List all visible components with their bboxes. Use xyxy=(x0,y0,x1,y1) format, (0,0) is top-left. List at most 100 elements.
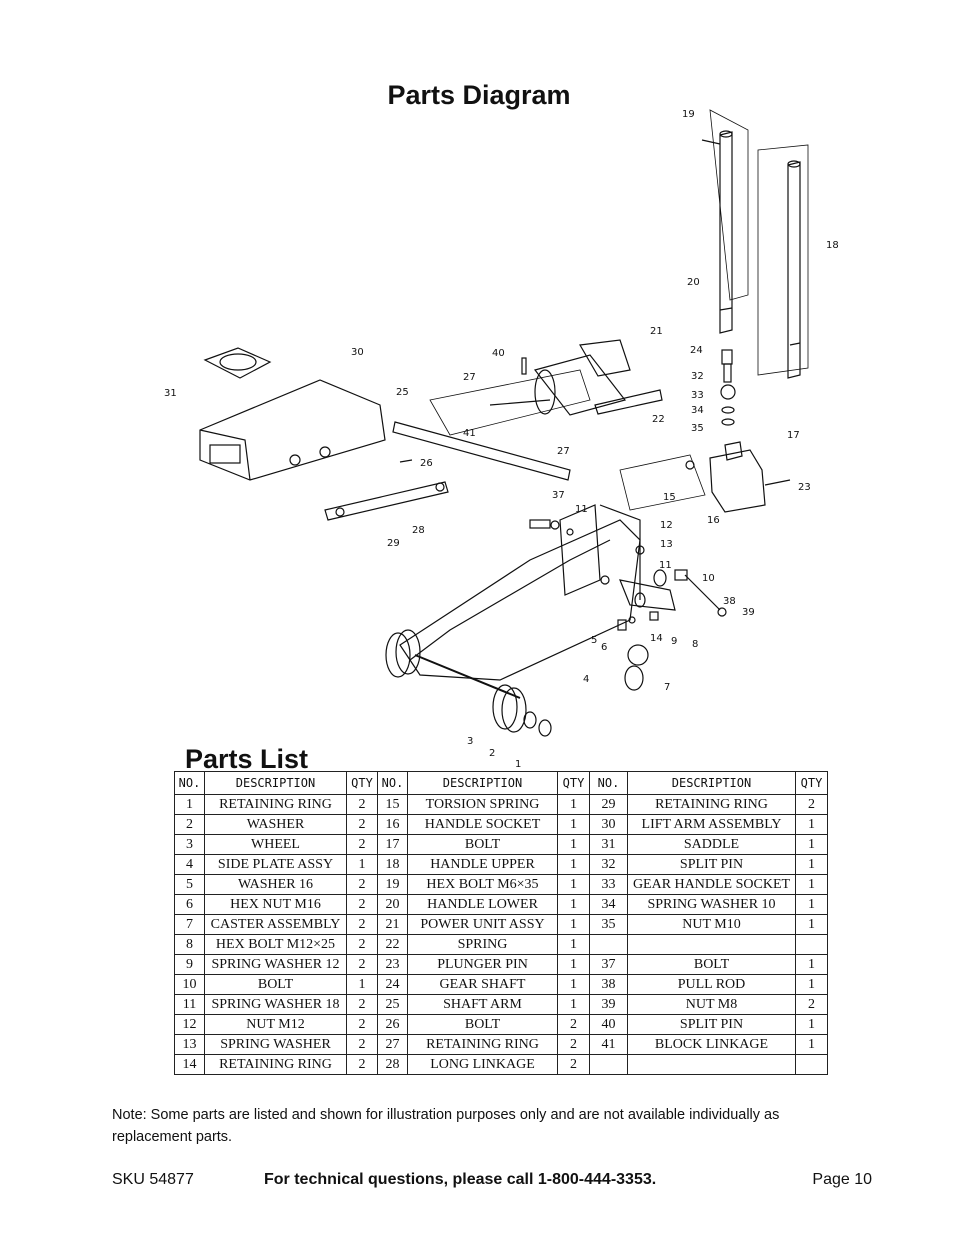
page-number: Page 10 xyxy=(812,1171,872,1188)
cell-no xyxy=(589,934,628,955)
cell-no: 22 xyxy=(377,934,408,955)
cell-description: PLUNGER PIN xyxy=(407,954,558,975)
power-unit xyxy=(429,339,663,436)
cell-description: NUT M10 xyxy=(627,914,796,935)
cell-qty: 2 xyxy=(346,834,378,855)
cell-qty: 2 xyxy=(795,994,828,1015)
callout-10: 10 xyxy=(702,573,715,584)
shaft-arm-linkage xyxy=(324,421,571,521)
cell-description: HEX BOLT M12×25 xyxy=(204,934,347,955)
cell-qty: 2 xyxy=(346,954,378,975)
handle-socket xyxy=(619,441,791,513)
cell-no: 3 xyxy=(174,834,205,855)
parts-diagram-title: Parts Diagram xyxy=(0,80,954,111)
cell-qty: 1 xyxy=(557,934,590,955)
callout-28: 28 xyxy=(412,525,425,536)
cell-qty: 2 xyxy=(346,1014,378,1035)
handle-tubes xyxy=(701,109,809,379)
cell-no: 10 xyxy=(174,974,205,995)
callout-39: 39 xyxy=(742,607,755,618)
header-qty: QTY xyxy=(795,771,828,795)
cell-no: 25 xyxy=(377,994,408,1015)
cell-no: 7 xyxy=(174,914,205,935)
callout-16: 16 xyxy=(707,515,720,526)
cell-description: LIFT ARM ASSEMBLY xyxy=(627,814,796,835)
cell-qty: 1 xyxy=(557,894,590,915)
cell-qty: 1 xyxy=(795,974,828,995)
callout-38: 38 xyxy=(723,596,736,607)
cell-no: 18 xyxy=(377,854,408,875)
cell-no: 11 xyxy=(174,994,205,1015)
cell-description: SPLIT PIN xyxy=(627,1014,796,1035)
cell-qty: 2 xyxy=(346,894,378,915)
header-qty: QTY xyxy=(557,771,590,795)
cell-description: NUT M8 xyxy=(627,994,796,1015)
cell-qty: 2 xyxy=(346,794,378,815)
callout-3: 3 xyxy=(467,736,473,747)
cell-qty: 2 xyxy=(346,874,378,895)
header-no: NO. xyxy=(174,771,205,795)
cell-description: RETAINING RING xyxy=(407,1034,558,1055)
callout-8: 8 xyxy=(692,639,698,650)
cell-no: 41 xyxy=(589,1034,628,1055)
cell-no: 34 xyxy=(589,894,628,915)
callout-34: 34 xyxy=(691,405,704,416)
cell-no: 32 xyxy=(589,854,628,875)
cell-description xyxy=(627,934,796,955)
cell-description: WHEEL xyxy=(204,834,347,855)
cell-description: BOLT xyxy=(627,954,796,975)
callout-41: 41 xyxy=(463,428,476,439)
parts-diagram-title-text: Parts Diagram xyxy=(387,80,571,110)
cell-qty: 1 xyxy=(795,814,828,835)
callout-19: 19 xyxy=(682,109,695,120)
callout-29: 29 xyxy=(387,538,400,549)
header-description: DESCRIPTION xyxy=(407,771,558,795)
cell-qty: 1 xyxy=(795,854,828,875)
header-no: NO. xyxy=(589,771,628,795)
cell-no: 19 xyxy=(377,874,408,895)
callout-24: 24 xyxy=(690,345,703,356)
cell-qty: 2 xyxy=(557,1014,590,1035)
cell-no: 1 xyxy=(174,794,205,815)
cell-no: 29 xyxy=(589,794,628,815)
callout-11: 11 xyxy=(575,504,588,515)
saddle-lift-arm xyxy=(199,347,386,481)
cell-description: HANDLE SOCKET xyxy=(407,814,558,835)
cell-no: 37 xyxy=(589,954,628,975)
cell-description: RETAINING RING xyxy=(627,794,796,815)
callout-17: 17 xyxy=(787,430,800,441)
cell-no: 5 xyxy=(174,874,205,895)
cell-qty: 1 xyxy=(557,914,590,935)
callout-5: 5 xyxy=(591,635,597,646)
cell-no: 27 xyxy=(377,1034,408,1055)
cell-description: WASHER xyxy=(204,814,347,835)
cell-no xyxy=(589,1054,628,1075)
callout-14: 14 xyxy=(650,633,663,644)
cell-description: LONG LINKAGE xyxy=(407,1054,558,1075)
cell-no: 20 xyxy=(377,894,408,915)
cell-description: CASTER ASSEMBLY xyxy=(204,914,347,935)
cell-no: 33 xyxy=(589,874,628,895)
cell-no: 6 xyxy=(174,894,205,915)
cell-no: 4 xyxy=(174,854,205,875)
cell-qty: 1 xyxy=(557,794,590,815)
cell-description: HEX NUT M16 xyxy=(204,894,347,915)
cell-qty: 1 xyxy=(795,954,828,975)
callout-25: 25 xyxy=(396,387,409,398)
cell-no: 24 xyxy=(377,974,408,995)
cell-no: 31 xyxy=(589,834,628,855)
header-qty: QTY xyxy=(346,771,378,795)
cell-qty: 1 xyxy=(795,1014,828,1035)
replacement-parts-note: Note: Some parts are listed and shown fo… xyxy=(112,1107,780,1145)
cell-qty: 1 xyxy=(557,954,590,975)
cell-qty: 2 xyxy=(346,994,378,1015)
cell-description: POWER UNIT ASSY xyxy=(407,914,558,935)
cell-qty: 1 xyxy=(346,974,378,995)
callout-35: 35 xyxy=(691,423,704,434)
cell-no: 2 xyxy=(174,814,205,835)
cell-no: 17 xyxy=(377,834,408,855)
